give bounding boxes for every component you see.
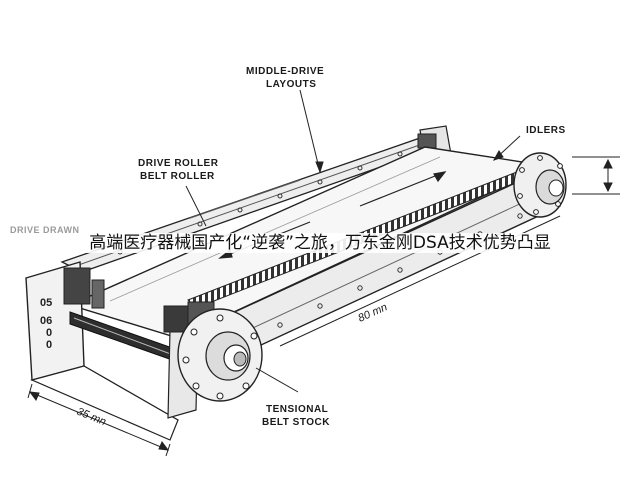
width-dimension bbox=[27, 383, 171, 457]
gauge-mark: 0 bbox=[46, 339, 52, 351]
label-belt-roller: BELT ROLLER bbox=[140, 171, 215, 182]
label-idlers: IDLERS bbox=[526, 125, 566, 136]
dimension-length-text: 80 mn bbox=[356, 301, 389, 324]
tension-roller-disc bbox=[177, 308, 263, 402]
left-end-frame bbox=[25, 261, 179, 441]
caption-text: 高端医疗器械国产化“逆袭”之旅，万东金刚DSA技术优势凸显 bbox=[85, 233, 555, 253]
gauge-mark: 06 bbox=[40, 315, 52, 327]
leader-lines bbox=[185, 89, 521, 393]
label-tensional: TENSIONAL bbox=[266, 404, 328, 415]
label-belt-stock: BELT STOCK bbox=[262, 417, 330, 428]
caption-banner: 高端医疗器械国产化“逆袭”之旅，万东金刚DSA技术优势凸显 bbox=[0, 229, 640, 257]
idler-roller-disc bbox=[513, 152, 567, 218]
label-layouts: LAYOUTS bbox=[266, 79, 316, 90]
label-drive-roller: DRIVE ROLLER bbox=[138, 158, 219, 169]
label-middle-drive: MIDDLE-DRIVE bbox=[246, 66, 324, 77]
height-dimension bbox=[572, 156, 620, 195]
label-drive-drawn: DRIVE DRAWN bbox=[10, 225, 80, 235]
gauge-mark: 0 bbox=[46, 327, 52, 339]
gauge-mark: 05 bbox=[40, 297, 52, 309]
